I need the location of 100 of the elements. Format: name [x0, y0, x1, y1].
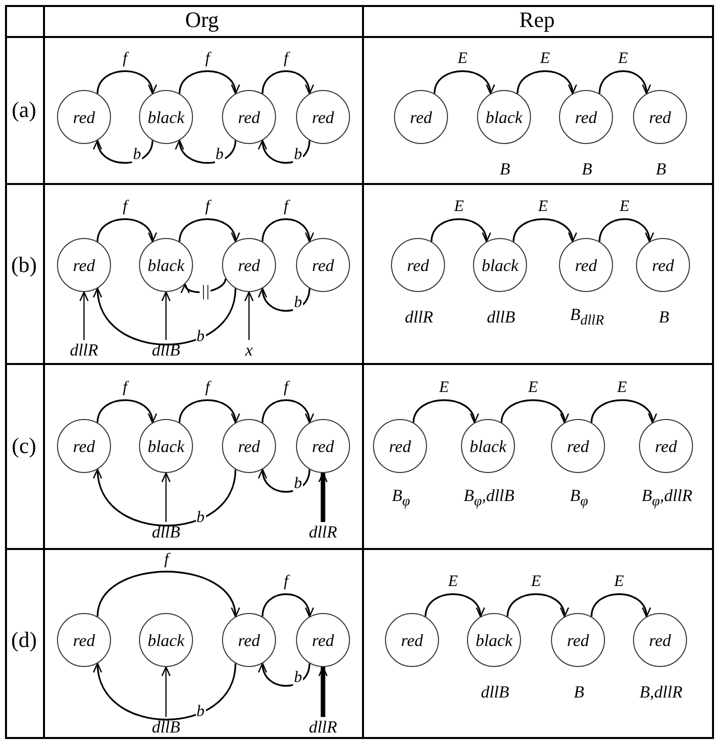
- arrow: [262, 70, 313, 94]
- arrow: [182, 278, 226, 294]
- node-annotation: B,dllR: [640, 684, 682, 700]
- arrow: [178, 70, 239, 94]
- node-annotation: B: [658, 308, 670, 326]
- node-annotation: dllB: [480, 684, 510, 700]
- arrow: [262, 399, 313, 424]
- arrow: [318, 666, 328, 717]
- node-circle: red: [222, 90, 276, 144]
- arrow: [430, 218, 490, 242]
- edge-label: f: [204, 380, 211, 396]
- edge-label: f: [122, 51, 128, 68]
- node-circle: red: [57, 419, 111, 473]
- arrow: [259, 468, 310, 493]
- arrow: [434, 70, 494, 94]
- arrow: [262, 218, 313, 242]
- arrow: [424, 593, 484, 618]
- arrow: [512, 218, 576, 242]
- column-header: Org: [185, 9, 219, 31]
- arrow: [244, 291, 254, 340]
- node-circle: red: [57, 238, 111, 292]
- arrow: [94, 662, 236, 720]
- arrow: [262, 593, 313, 618]
- arrow: [590, 593, 650, 618]
- row-label: (a): [12, 99, 36, 121]
- edge-label: f: [204, 51, 211, 68]
- edge-label: f: [163, 552, 170, 568]
- edge-label: f: [282, 51, 290, 68]
- arrow: [96, 570, 238, 618]
- edge-label: b: [293, 146, 303, 163]
- edge-label: ||: [200, 284, 211, 300]
- arrow: [161, 472, 171, 522]
- arrow: [259, 140, 310, 164]
- node-circle: red: [296, 613, 350, 667]
- arrow: [96, 399, 156, 424]
- edge-label: f: [282, 574, 290, 590]
- arrow: [178, 399, 239, 424]
- node-circle: red: [57, 613, 111, 667]
- edge-label: f: [204, 199, 211, 216]
- arrow: [259, 662, 310, 687]
- edge-label: b: [293, 476, 303, 492]
- arrow: [412, 399, 478, 424]
- arrow: [94, 140, 154, 164]
- node-circle: red: [222, 613, 276, 667]
- arrow: [516, 70, 576, 94]
- node-annotation: B: [574, 684, 584, 700]
- edge-label: f: [122, 380, 128, 396]
- node-circle: red: [222, 419, 276, 473]
- node-circle: black: [139, 238, 193, 292]
- edge-label: f: [282, 199, 290, 216]
- arrow: [94, 468, 236, 526]
- node-circle: red: [394, 90, 448, 144]
- node-circle: red: [296, 238, 350, 292]
- node-circle: red: [296, 90, 350, 144]
- edge-label: b: [214, 146, 224, 163]
- node-circle: red: [57, 90, 111, 144]
- arrow: [598, 70, 650, 94]
- arrow: [96, 218, 156, 242]
- arrow: [598, 218, 653, 242]
- column-header: Rep: [519, 9, 555, 31]
- pointer-label: dllR: [70, 342, 98, 358]
- pointer-label: dllB: [152, 524, 180, 540]
- node-annotation: dllB: [486, 308, 516, 326]
- edge-label: b: [132, 146, 142, 163]
- node-annotation: B$_{φ}$: [392, 487, 410, 509]
- node-annotation: B: [500, 160, 510, 178]
- pointer-label: dllB: [152, 718, 180, 736]
- arrow: [161, 291, 171, 340]
- node-circle: red: [385, 613, 439, 667]
- arrow: [259, 288, 310, 312]
- node-annotation: B$_{φ}$,dllB: [464, 487, 514, 509]
- node-annotation: B: [656, 160, 666, 178]
- node-annotation: B$_{φ}$: [570, 487, 588, 509]
- node-circle: black: [139, 419, 193, 473]
- node-annotation: B$_{dllR}$: [570, 306, 604, 328]
- edge-label: f: [122, 199, 128, 216]
- arrow: [506, 593, 568, 618]
- edge-label: b: [293, 670, 303, 686]
- pointer-label: dllR: [308, 718, 338, 736]
- pointer-label: x: [245, 342, 253, 358]
- pointer-label: dllR: [308, 524, 338, 540]
- row-label: (b): [11, 254, 37, 276]
- row-label: (c): [12, 435, 36, 457]
- node-circle: black: [139, 613, 193, 667]
- edge-label: b: [293, 294, 303, 311]
- edge-label: f: [282, 380, 290, 396]
- node-annotation: dllR: [404, 308, 434, 326]
- arrow: [94, 288, 236, 346]
- node-circle: red: [296, 419, 350, 473]
- arrow: [318, 472, 328, 522]
- node-annotation: B: [582, 160, 592, 178]
- node-annotation: B$_{φ}$,dllR: [642, 487, 692, 509]
- arrow: [500, 399, 568, 424]
- row-label: (d): [11, 629, 37, 651]
- arrow: [176, 140, 236, 164]
- node-circle: black: [139, 90, 193, 144]
- arrow: [79, 291, 89, 340]
- node-circle: red: [222, 238, 276, 292]
- arrow: [161, 666, 171, 717]
- arrow: [590, 399, 656, 424]
